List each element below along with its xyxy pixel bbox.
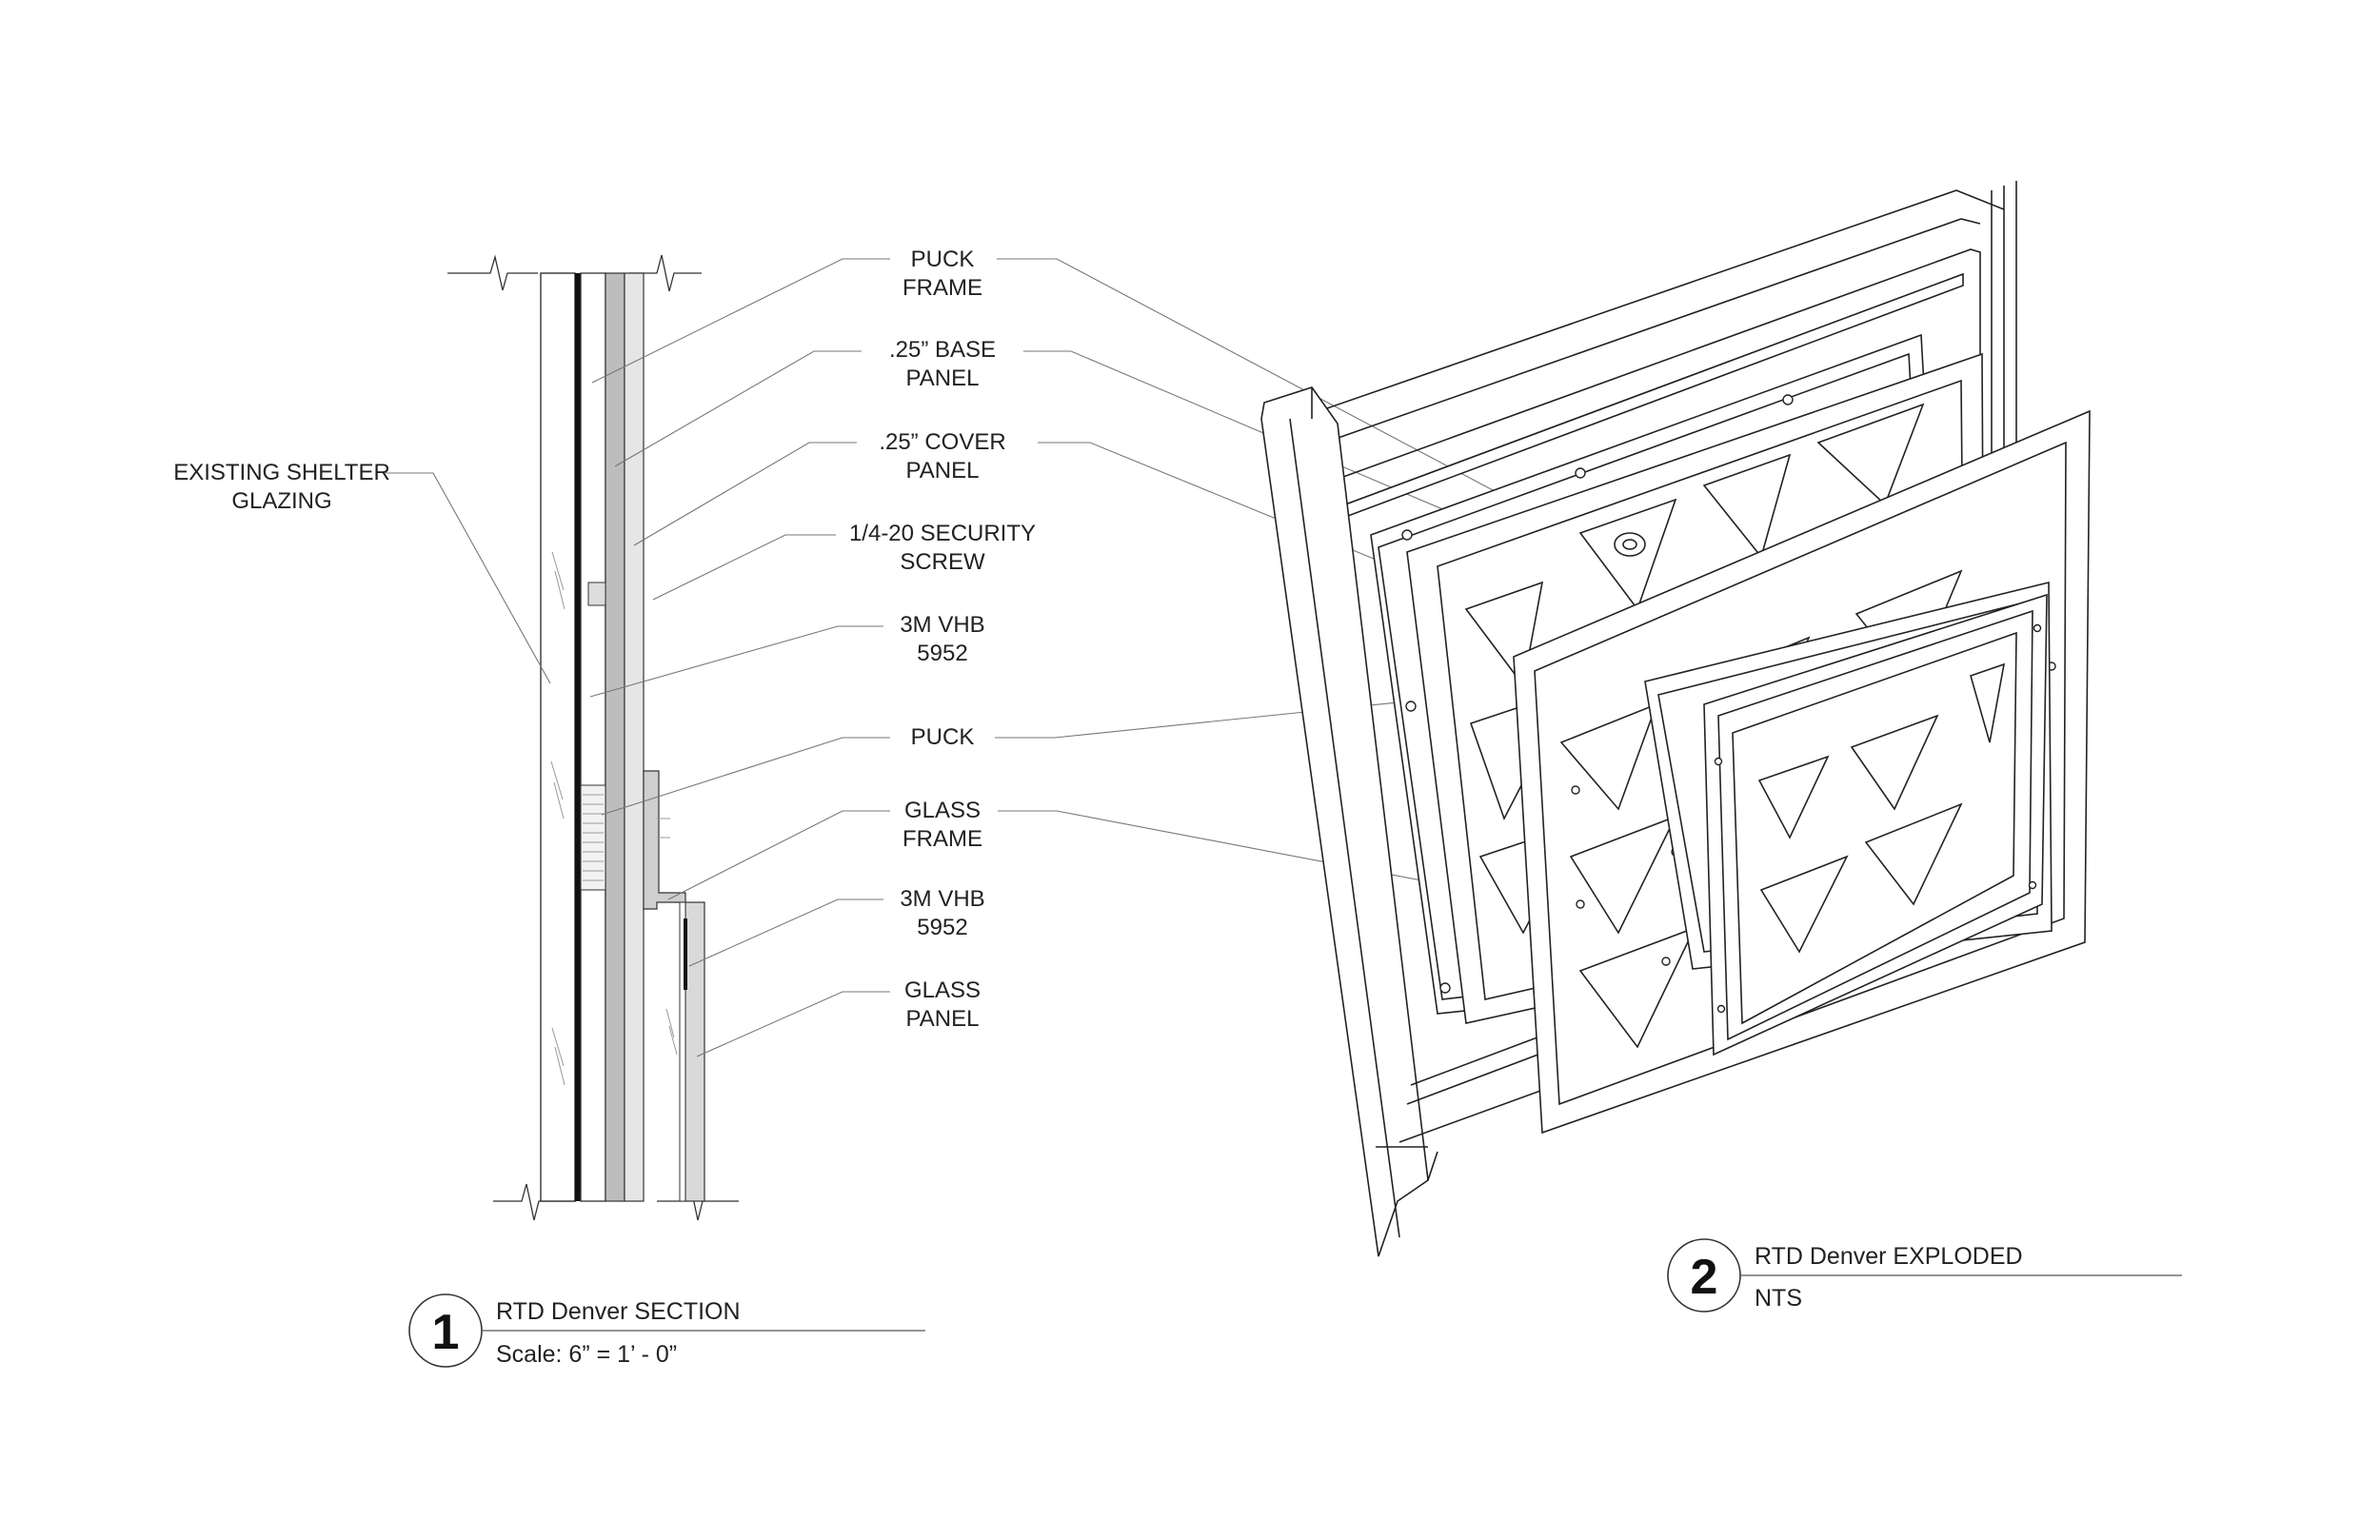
cover-panel-section: [624, 272, 645, 1202]
svg-text:NTS: NTS: [1755, 1285, 1802, 1312]
label-glass-panel-1: GLASS: [904, 977, 981, 1003]
svg-text:.25” BASE: .25” BASE: [889, 337, 996, 363]
svg-text:2: 2: [1691, 1250, 1718, 1305]
existing-glazing: [540, 272, 576, 1202]
label-security-screw-1: 1/4-20 SECURITY: [849, 521, 1036, 546]
label-cover-panel-1: .25” COVER: [879, 429, 1005, 455]
label-existing-glazing-2: GLAZING: [231, 488, 331, 514]
vhb-tape-section: [575, 273, 581, 1201]
label-vhb-1: 3M VHB: [900, 612, 984, 638]
svg-text:PUCK: PUCK: [911, 724, 975, 750]
label-puck-frame-2: FRAME: [902, 275, 982, 301]
title-number-2: 2: [1691, 1250, 1718, 1305]
svg-text:.25” COVER: .25” COVER: [879, 429, 1005, 455]
label-glass-frame-2: FRAME: [902, 826, 982, 852]
vhb-tape-glass: [684, 918, 687, 990]
svg-text:RTD Denver EXPLODED: RTD Denver EXPLODED: [1755, 1243, 2023, 1270]
svg-text:GLASS: GLASS: [904, 977, 981, 1003]
title-text-2: RTD Denver EXPLODED: [1755, 1243, 2023, 1270]
svg-text:RTD Denver SECTION: RTD Denver SECTION: [496, 1298, 741, 1325]
label-base-panel-1: .25” BASE: [889, 337, 996, 363]
svg-text:1: 1: [432, 1305, 460, 1360]
puck-frame-section: [580, 272, 606, 1202]
title-subtitle-2: NTS: [1755, 1285, 1802, 1312]
title-block-1: 1 RTD Denver SECTION Scale: 6” = 1’ - 0”: [408, 1293, 925, 1368]
label-puck: PUCK: [911, 724, 975, 750]
svg-text:PUCK: PUCK: [911, 247, 975, 272]
label-vhb2-1: 3M VHB: [900, 886, 984, 912]
svg-text:PANEL: PANEL: [906, 1006, 980, 1032]
svg-text:GLASS: GLASS: [904, 798, 981, 823]
label-existing-glazing-1: EXISTING SHELTER: [173, 460, 390, 485]
label-glass-frame-1: GLASS: [904, 798, 981, 823]
svg-text:1/4-20 SECURITY: 1/4-20 SECURITY: [849, 521, 1036, 546]
svg-text:3M VHB: 3M VHB: [900, 886, 984, 912]
svg-text:GLAZING: GLAZING: [231, 488, 331, 514]
section-drawing: [447, 254, 739, 1221]
label-security-screw-2: SCREW: [900, 549, 985, 575]
title-subtitle-1: Scale: 6” = 1’ - 0”: [496, 1341, 677, 1368]
security-screw-section: [587, 582, 606, 606]
base-panel-section: [605, 272, 625, 1202]
puck-section: [580, 784, 606, 891]
label-vhb-2: 5952: [917, 641, 967, 666]
svg-text:SCREW: SCREW: [900, 549, 985, 575]
label-glass-panel-2: PANEL: [906, 1006, 980, 1032]
title-block-2: 2 RTD Denver EXPLODED NTS: [1667, 1238, 2182, 1313]
svg-text:Scale: 6” = 1’ - 0”: Scale: 6” = 1’ - 0”: [496, 1341, 677, 1368]
svg-text:5952: 5952: [917, 641, 967, 666]
svg-text:3M VHB: 3M VHB: [900, 612, 984, 638]
svg-text:5952: 5952: [917, 915, 967, 940]
title-number-1: 1: [432, 1305, 460, 1360]
label-vhb2-2: 5952: [917, 915, 967, 940]
svg-text:PANEL: PANEL: [906, 365, 980, 391]
glass-frame-section: [643, 770, 686, 910]
title-text-1: RTD Denver SECTION: [496, 1298, 741, 1325]
svg-text:PANEL: PANEL: [906, 458, 980, 484]
label-cover-panel-2: PANEL: [906, 458, 980, 484]
svg-text:FRAME: FRAME: [902, 826, 982, 852]
label-puck-frame-1: PUCK: [911, 247, 975, 272]
svg-text:EXISTING SHELTER: EXISTING SHELTER: [173, 460, 390, 485]
label-base-panel-2: PANEL: [906, 365, 980, 391]
exploded-drawing: [1260, 181, 2091, 1257]
svg-text:FRAME: FRAME: [902, 275, 982, 301]
glass-panel-section: [684, 901, 705, 1202]
